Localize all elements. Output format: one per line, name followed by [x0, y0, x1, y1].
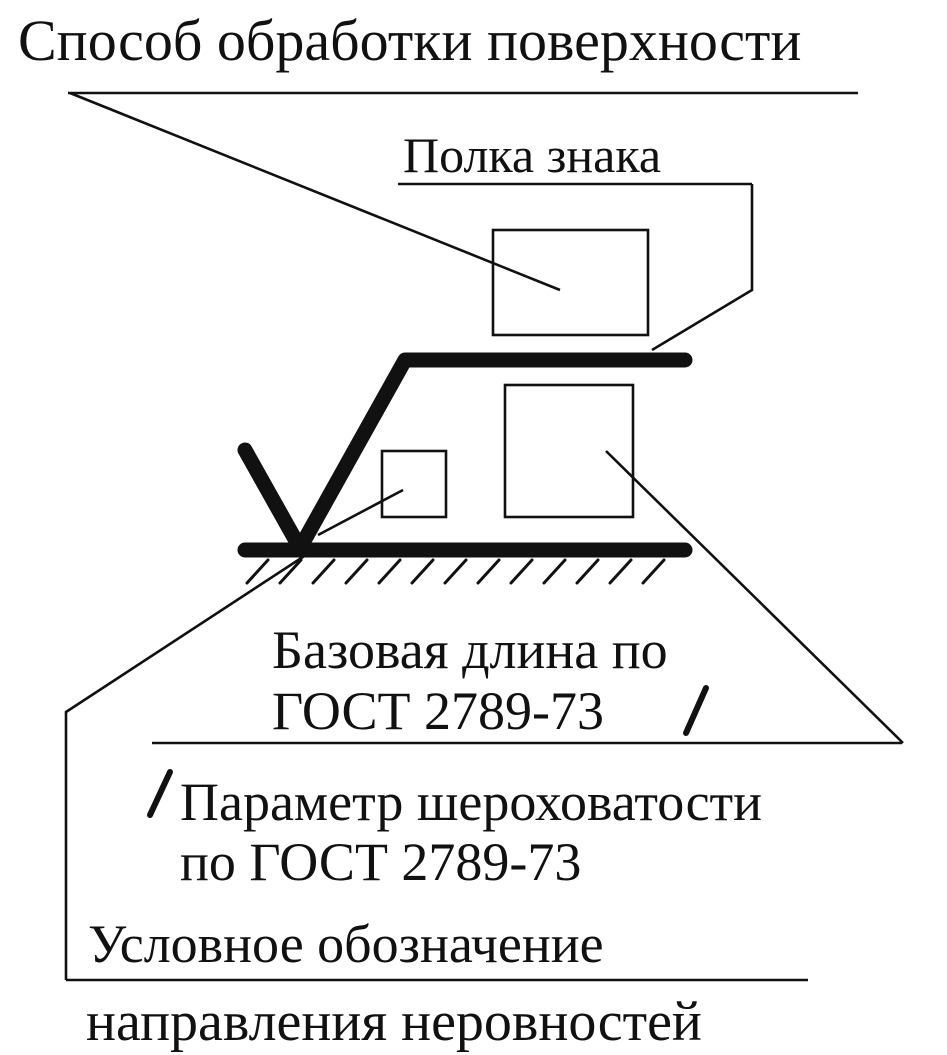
label-direction-2: направления неровностей [86, 991, 702, 1053]
label-base-length-1: Базовая длина по [272, 620, 668, 680]
label-roughness-1: Параметр шероховатости [180, 772, 762, 832]
label-base-length-2: ГОСТ 2789-73 [272, 681, 604, 741]
surface-hatching [245, 558, 666, 585]
box-processing-method [491, 228, 650, 337]
leader-roughness [605, 450, 904, 744]
box-base-length [380, 449, 448, 519]
slash-mark-base-length [683, 685, 709, 736]
label-sign-shelf: Полка знака [403, 127, 661, 183]
box-roughness-parameter [503, 383, 635, 519]
leader-sign-shelf [651, 184, 754, 352]
leader-processing-method [69, 91, 561, 292]
leader-direction [64, 549, 313, 980]
slash-mark-roughness [147, 769, 173, 818]
label-roughness-2: по ГОСТ 2789-73 [180, 832, 581, 892]
label-processing-method: Способ обработки поверхности [18, 8, 801, 73]
roughness-sign-check [237, 352, 693, 556]
label-direction-1: Условное обозначение [88, 914, 604, 974]
leader-base-length [317, 488, 404, 537]
